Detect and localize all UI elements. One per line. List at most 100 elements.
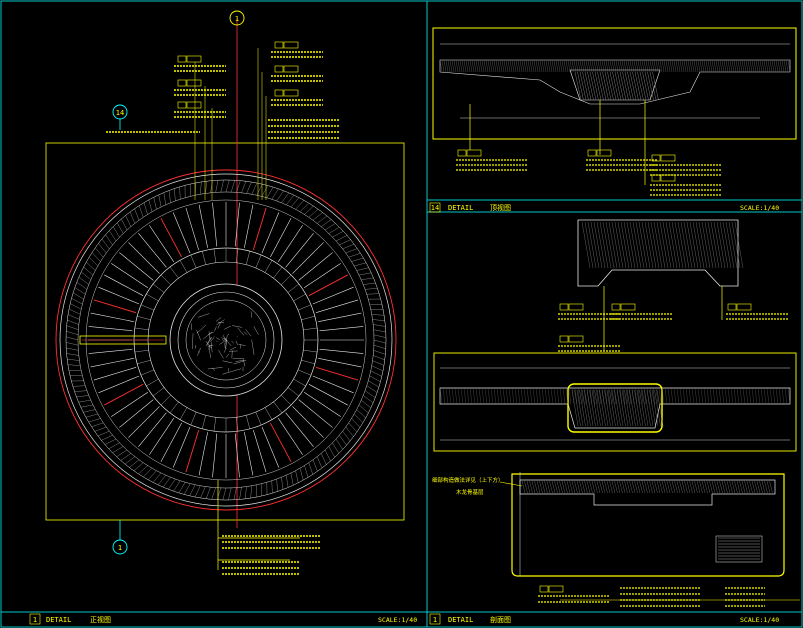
inner-ring-tick: [297, 369, 312, 376]
hub-stroke: [243, 359, 246, 367]
ring-hatch: [308, 209, 319, 218]
hatch-line: [643, 387, 647, 405]
hatch-line: [656, 221, 666, 269]
hatch-line: [619, 480, 623, 494]
hatch-line: [775, 59, 779, 73]
hatch-line: [581, 59, 585, 73]
white-spoke: [285, 412, 314, 447]
white-spoke: [172, 426, 191, 468]
white-spoke: [90, 358, 134, 368]
hatch-line: [685, 59, 689, 73]
inner-ring-tick: [264, 407, 273, 420]
hatch-line: [764, 480, 768, 494]
ring-hatch: [365, 288, 378, 290]
hatch-line: [471, 59, 475, 73]
ring-hatch: [67, 319, 79, 325]
ring-hatch: [157, 475, 166, 485]
hatch-line: [781, 387, 785, 405]
hatch-line: [747, 59, 751, 73]
hatch-line: [582, 71, 589, 101]
hub-stroke: [222, 335, 226, 340]
hatch-line: [647, 221, 657, 269]
ring-hatch: [354, 262, 367, 267]
ring-hatch: [65, 336, 79, 341]
hatch-line: [475, 59, 479, 73]
hub-stroke: [243, 331, 248, 335]
hatch-line: [709, 480, 713, 494]
hatch-line: [669, 59, 673, 73]
ring-hatch: [286, 475, 289, 488]
top-view-callouts: [456, 149, 722, 196]
hatch-line: [754, 480, 758, 494]
hatch-line: [553, 387, 557, 405]
hub-stroke: [196, 329, 201, 341]
white-spoke: [88, 348, 133, 354]
hatch-line: [613, 387, 617, 405]
hatch-line: [737, 59, 741, 73]
hatch-line: [519, 59, 523, 73]
hatch-line: [613, 59, 617, 73]
hatch-line: [685, 387, 689, 405]
bottom-section-marker: 1: [112, 520, 128, 555]
hatch-line: [637, 71, 644, 101]
inner-ring-tick: [287, 387, 300, 397]
hatch-line: [563, 59, 567, 73]
hatch-line: [718, 387, 722, 405]
hatch-line: [596, 389, 604, 427]
white-spoke: [318, 358, 362, 368]
hatch-line: [722, 221, 732, 269]
hub-stroke: [225, 341, 228, 349]
hatch-line: [557, 59, 561, 73]
hatch-line: [649, 387, 653, 405]
inner-ring-tick: [152, 283, 165, 293]
hatch-line: [547, 59, 551, 73]
hatch-line: [478, 387, 482, 405]
white-spoke: [198, 204, 208, 248]
white-spoke: [128, 242, 160, 274]
ring-hatch: [85, 413, 98, 418]
hatch-line: [587, 71, 594, 101]
hatch-line: [566, 480, 571, 494]
ring-hatch: [236, 180, 241, 193]
hatch-line: [526, 387, 530, 405]
hub-stroke: [206, 336, 213, 346]
hatch-line: [601, 59, 605, 73]
ring-hatch: [308, 462, 313, 475]
inner-ring-tick: [301, 359, 315, 365]
ring-hatch: [74, 287, 86, 295]
inner-ring-tick: [281, 274, 292, 285]
hatch-line: [598, 387, 602, 405]
hatch-line: [599, 480, 603, 494]
hatch-line: [577, 59, 581, 73]
hatch-line: [503, 59, 507, 73]
hatch-line: [529, 480, 533, 494]
hub-stroke: [214, 326, 217, 332]
hatch-line: [589, 59, 593, 73]
hatch-line: [757, 59, 761, 73]
hatch-line: [785, 59, 789, 73]
inner-ring-tick: [213, 248, 217, 263]
white-spoke: [261, 212, 280, 254]
hatch-line: [686, 480, 691, 494]
ring-hatch: [358, 404, 369, 414]
hatch-line: [729, 59, 733, 73]
hatch-line: [639, 389, 646, 427]
hatch-line: [580, 387, 584, 405]
ring-hatch: [335, 438, 343, 450]
hatch-line: [684, 480, 688, 494]
hatch-line: [579, 480, 583, 494]
hub-stroke: [228, 367, 230, 372]
white-spoke: [172, 212, 191, 254]
hub-stroke: [225, 353, 230, 358]
white-spoke: [312, 375, 354, 394]
ring-hatch: [371, 314, 385, 316]
ring-hatch: [342, 431, 351, 442]
ring-hatch: [251, 182, 258, 195]
hatch-line: [596, 221, 606, 269]
hatch-line: [784, 387, 788, 405]
hatch-line: [669, 480, 673, 494]
hatch-line: [543, 59, 547, 73]
hatch-line: [564, 480, 568, 494]
hatch-line: [571, 387, 575, 405]
hatch-line: [657, 59, 661, 73]
